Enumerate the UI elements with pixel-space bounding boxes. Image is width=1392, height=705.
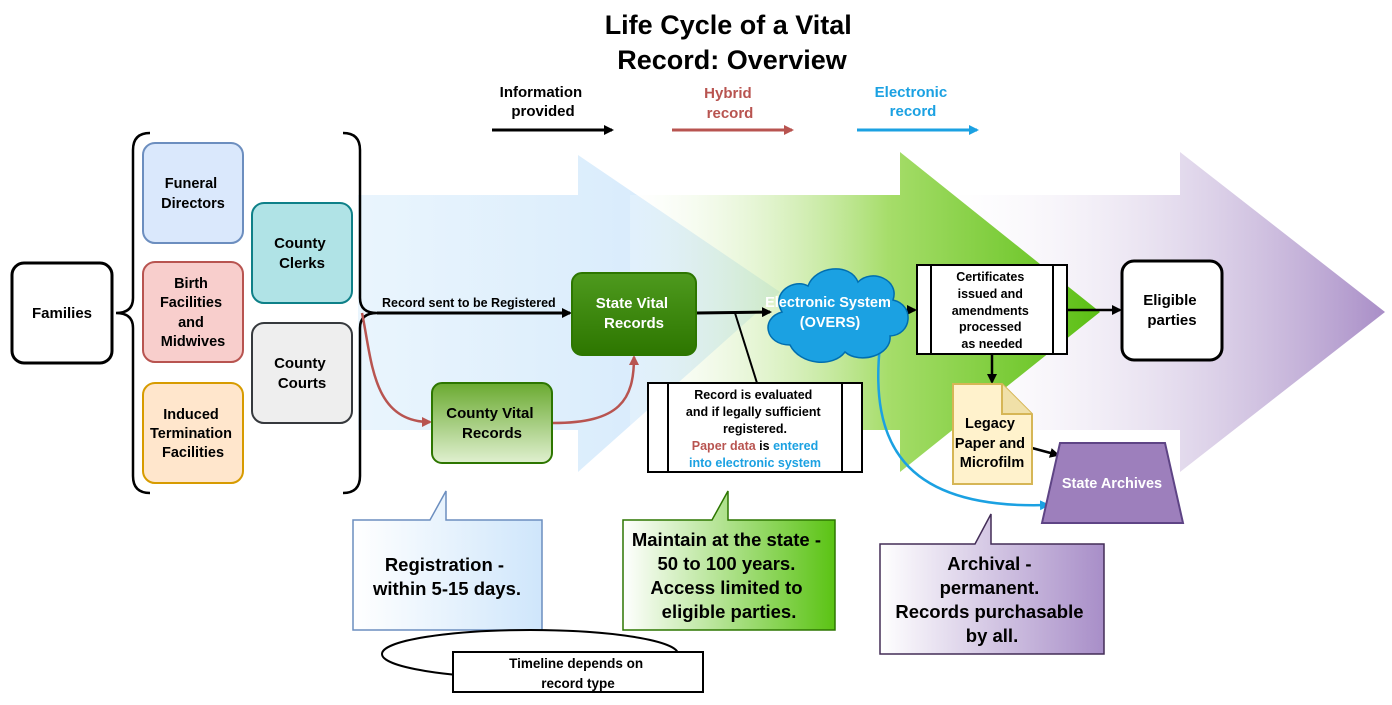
svg-text:Eligible parties: Eligible parties xyxy=(1143,292,1201,329)
families-node: Families xyxy=(10,261,114,365)
svg-text:County Clerks: County Clerks xyxy=(274,235,330,272)
svg-text:Paper data is entered: Paper data is entered xyxy=(692,439,818,453)
archival-callout: Archival - permanent. Records purchasabl… xyxy=(879,513,1105,655)
svg-text:Induced Termination: Induced Termination Facilities xyxy=(150,407,236,461)
edge-state-to-overs xyxy=(696,307,772,318)
legend-info-label: Information provided xyxy=(500,84,587,120)
svg-text:Archival - permanent.: Archival - permanent. Records purchasabl… xyxy=(895,553,1088,646)
funeral-directors-node: Funeral Directors xyxy=(142,142,244,244)
edge-county-to-state xyxy=(552,355,639,425)
svg-text:Legacy Paper and M: Legacy Paper and Microfilm xyxy=(955,416,1029,471)
svg-text:Registration - within 5-: Registration - within 5-15 days. xyxy=(372,554,521,599)
edge-to-county-vital xyxy=(360,312,432,427)
edge-legacy-to-archives xyxy=(1031,446,1060,458)
state-archives-node: State Archives xyxy=(1040,442,1185,524)
svg-text:Certificates issued and: Certificates issued and amendments proce… xyxy=(952,270,1033,351)
legend-electronic-label: Electronic record xyxy=(875,84,952,120)
svg-text:Electronic System (OVERS: Electronic System (OVERS) xyxy=(765,295,895,331)
legend-hybrid-label: Hybrid record xyxy=(704,85,756,122)
families-label: Families xyxy=(32,305,92,322)
legacy-paper-node: Legacy Paper and Microfilm xyxy=(952,383,1033,485)
svg-text:State Vital Records: State Vital Records xyxy=(596,295,672,332)
svg-text:County Courts: County Courts xyxy=(274,355,330,392)
county-courts-node: County Courts xyxy=(251,322,353,424)
svg-text:State Archives: State Archives xyxy=(1062,476,1162,492)
edge-to-evaluation-note xyxy=(734,312,758,384)
svg-text:Birth Facilities a: Birth Facilities and Midwives xyxy=(160,276,226,350)
diagram-title: Life Cycle of a Vital Record: Overview xyxy=(605,10,860,75)
svg-text:Funeral Directors: Funeral Directors xyxy=(161,176,225,212)
svg-text:Maintain at the state -: Maintain at the state - 50 to 100 years.… xyxy=(632,529,826,622)
county-clerks-node: County Clerks xyxy=(251,202,353,304)
birth-facilities-node: Birth Facilities and Midwives xyxy=(142,261,244,363)
svg-text:Timeline depends on reco: Timeline depends on record type xyxy=(509,656,647,691)
timeline-note: Timeline depends on record type xyxy=(381,629,704,693)
left-bracket xyxy=(115,131,151,495)
svg-text:into electronic system: into electronic system xyxy=(689,456,821,470)
county-vital-records-node: County Vital Records xyxy=(431,382,553,464)
evaluation-note: Record is evaluated and if legally suffi… xyxy=(647,382,863,473)
certificates-node: Certificates issued and amendments proce… xyxy=(916,264,1068,355)
svg-text:County Vital Records: County Vital Records xyxy=(446,405,537,442)
induced-termination-node: Induced Termination Facilities xyxy=(142,382,244,484)
state-vital-records-node: State Vital Records xyxy=(571,272,697,356)
svg-text:Record is evaluated and: Record is evaluated and if legally suffi… xyxy=(686,388,824,436)
legend: Information provided Hybrid record Elect… xyxy=(492,84,979,135)
eligible-parties-node: Eligible parties xyxy=(1120,259,1224,362)
registration-callout: Registration - within 5-15 days. xyxy=(352,490,543,631)
record-sent-label: Record sent to be Registered xyxy=(382,296,556,310)
cloud-icon xyxy=(767,268,909,363)
maintain-callout: Maintain at the state - 50 to 100 years.… xyxy=(622,490,836,631)
edge-overs-to-archives xyxy=(877,344,1050,511)
overs-node: Electronic System (OVERS) xyxy=(765,268,909,363)
